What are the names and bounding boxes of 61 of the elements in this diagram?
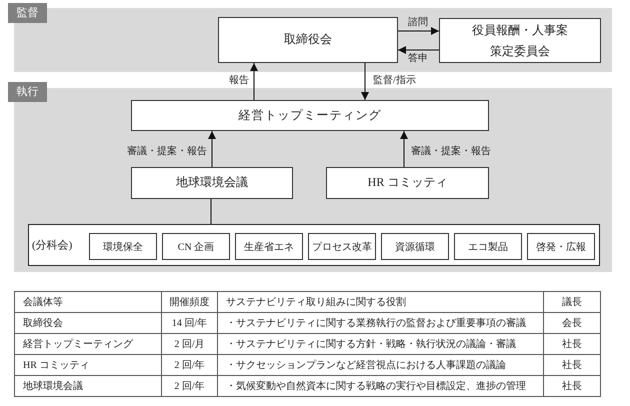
chair-title: 社長 (544, 376, 600, 396)
process-box (326, 167, 489, 199)
edge-label: 報告 (229, 75, 249, 87)
chair-title: 会長 (544, 312, 600, 334)
chair-title: 社長 (544, 334, 600, 354)
subcommittee-box (308, 233, 376, 260)
box-label: 環境保全 (103, 240, 143, 254)
subcommittee-box (235, 233, 303, 260)
meeting-body-name: 地球環境会議 (14, 376, 162, 396)
arrow (400, 130, 408, 168)
process-box (131, 167, 293, 199)
chair-title: 社長 (544, 354, 600, 376)
box-label: エコ製品 (468, 240, 508, 254)
meeting-frequency: 14 回/年 (162, 312, 218, 334)
role-description: ・サステナビリティに関する方針・戦略・執行状況の議論・審議 (218, 334, 544, 354)
edge-label: 審議・提案・報告 (127, 146, 207, 158)
box-label: HR コミッティ (368, 175, 448, 191)
subcommittee-box (162, 233, 230, 260)
role-description: ・気候変動や自然資本に関する戦略の実行や目標設定、進捗の管理 (218, 376, 544, 396)
meeting-body-name: HR コミッティ (14, 354, 162, 376)
column-header: 会議体等 (14, 292, 162, 312)
group-label: (分科会) (32, 238, 72, 252)
arrow (208, 130, 216, 168)
arrow (361, 62, 369, 100)
role-description: ・サクセッションプランなど経営視点における人事課題の議論 (218, 354, 544, 376)
edge-label: 審議・提案・報告 (411, 146, 491, 158)
box-label: プロセス改革 (312, 240, 372, 254)
subcommittee-box (89, 233, 157, 260)
process-box (439, 18, 601, 63)
subcommittee-box (381, 233, 449, 260)
box-label: 資源循環 (395, 240, 435, 254)
connector-line (210, 198, 212, 224)
edge-label: 諮問 (408, 17, 428, 29)
box-label: 地球環境会議 (176, 175, 248, 191)
arrow (250, 62, 258, 100)
subcommittee-box (527, 233, 595, 260)
box-label: 取締役会 (284, 32, 332, 48)
section-tag: 監督 (8, 3, 47, 23)
box-label: 役員報酬・人事案策定委員会 (471, 22, 569, 60)
box-label: 経営トップミーティング (238, 108, 382, 124)
box-label: 生産省エネ (244, 240, 294, 254)
meeting-frequency: 2 回/年 (162, 376, 218, 396)
role-description: ・サステナビリティに関する業務執行の監督および重要事項の審議 (218, 312, 544, 334)
column-header: 議長 (544, 292, 600, 312)
arrow (398, 27, 440, 35)
edge-label: 答申 (408, 53, 428, 65)
subcommittee-box (454, 233, 522, 260)
box-label: 啓発・広報 (536, 240, 586, 254)
process-box (218, 17, 398, 63)
column-header: 開催頻度 (162, 292, 218, 312)
meeting-frequency: 2 回/月 (162, 334, 218, 354)
section-tag: 執行 (8, 82, 47, 102)
arrow (398, 46, 440, 54)
box-label: CN 企画 (178, 240, 214, 254)
meeting-frequency: 2 回/年 (162, 354, 218, 376)
meeting-body-name: 経営トップミーティング (14, 334, 162, 354)
process-box (131, 100, 489, 131)
group-frame (28, 224, 600, 266)
edge-label: 監督/指示 (373, 75, 416, 87)
meeting-body-name: 取締役会 (14, 312, 162, 334)
column-header: サステナビリティ取り組みに関する役割 (218, 292, 544, 312)
